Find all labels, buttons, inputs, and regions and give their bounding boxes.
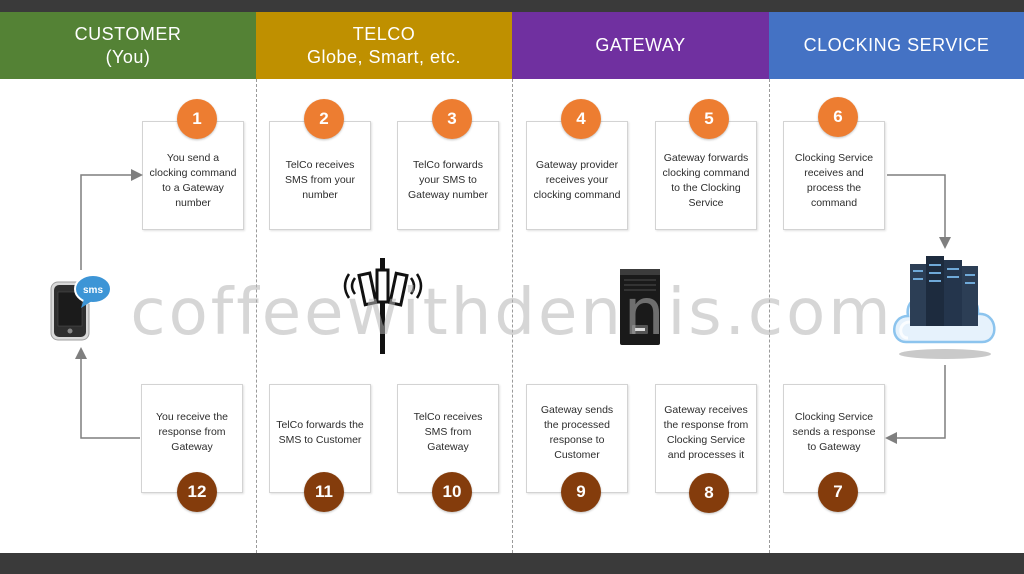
step-badge-5: 5 — [689, 99, 729, 139]
bottom-bar — [0, 553, 1024, 574]
header-telco-title: TELCO — [352, 23, 416, 44]
step-box-2: TelCo receives SMS from your number — [269, 121, 371, 230]
cell-tower-icon — [343, 258, 423, 354]
header-telco-subtitle: Globe, Smart, etc. — [306, 46, 462, 67]
header-gateway-title: GATEWAY — [595, 35, 686, 55]
step-8-text: Gateway receives the response from Clock… — [663, 403, 749, 461]
step-badge-2: 2 — [304, 99, 344, 139]
arrow-cloud-to-step7 — [885, 365, 946, 444]
step-box-4: Gateway provider receives your clocking … — [526, 121, 628, 230]
step-box-5: Gateway forwards clocking command to the… — [655, 121, 757, 230]
smartphone-sms-icon: sms — [50, 274, 112, 341]
step-1-text: You send a clocking command to a Gateway… — [149, 151, 237, 209]
header-customer-title: CUSTOMER — [74, 23, 182, 44]
step-11-text: TelCo forwards the SMS to Customer — [276, 418, 364, 446]
header-gateway: GATEWAY — [512, 12, 769, 79]
top-bar — [0, 0, 1024, 12]
step-10-text: TelCo receives SMS from Gateway — [413, 411, 483, 453]
step-box-3: TelCo forwards your SMS to Gateway numbe… — [397, 121, 499, 230]
header-customer-subtitle: (You) — [105, 46, 151, 67]
step-badge-6: 6 — [818, 97, 858, 137]
arrow-step6-to-cloud — [887, 174, 951, 249]
column-divider — [256, 79, 257, 553]
step-box-6: Clocking Service receives and process th… — [783, 121, 885, 230]
arrow-step12-to-phone — [75, 347, 140, 439]
arrow-phone-to-step1 — [80, 169, 143, 270]
step-6-text: Clocking Service receives and process th… — [794, 151, 874, 209]
step-4-text: Gateway provider receives your clocking … — [533, 159, 621, 201]
header-telco: TELCO Globe, Smart, etc. — [256, 12, 512, 79]
step-5-text: Gateway forwards clocking command to the… — [662, 151, 750, 209]
step-badge-4: 4 — [561, 99, 601, 139]
header-clocking-service: CLOCKING SERVICE — [769, 12, 1024, 79]
step-2-text: TelCo receives SMS from your number — [284, 159, 355, 201]
step-badge-11: 11 — [304, 472, 344, 512]
header-clocking-title: CLOCKING SERVICE — [803, 35, 990, 55]
server-icon — [620, 269, 660, 345]
step-badge-9: 9 — [561, 472, 601, 512]
column-divider — [512, 79, 513, 553]
step-badge-3: 3 — [432, 99, 472, 139]
step-box-1: You send a clocking command to a Gateway… — [142, 121, 244, 230]
step-9-text: Gateway sends the processed response to … — [540, 403, 614, 461]
step-badge-12: 12 — [177, 472, 217, 512]
sms-bubble-text: sms — [83, 285, 103, 296]
step-badge-10: 10 — [432, 472, 472, 512]
step-badge-8: 8 — [689, 473, 729, 513]
step-7-text: Clocking Service sends a response to Gat… — [792, 411, 876, 453]
header-customer: CUSTOMER (You) — [0, 12, 256, 79]
step-3-text: TelCo forwards your SMS to Gateway numbe… — [408, 159, 488, 201]
step-12-text: You receive the response from Gateway — [156, 411, 228, 453]
column-divider — [769, 79, 770, 553]
step-badge-1: 1 — [177, 99, 217, 139]
step-badge-7: 7 — [818, 472, 858, 512]
cloud-servers-icon — [893, 256, 996, 359]
